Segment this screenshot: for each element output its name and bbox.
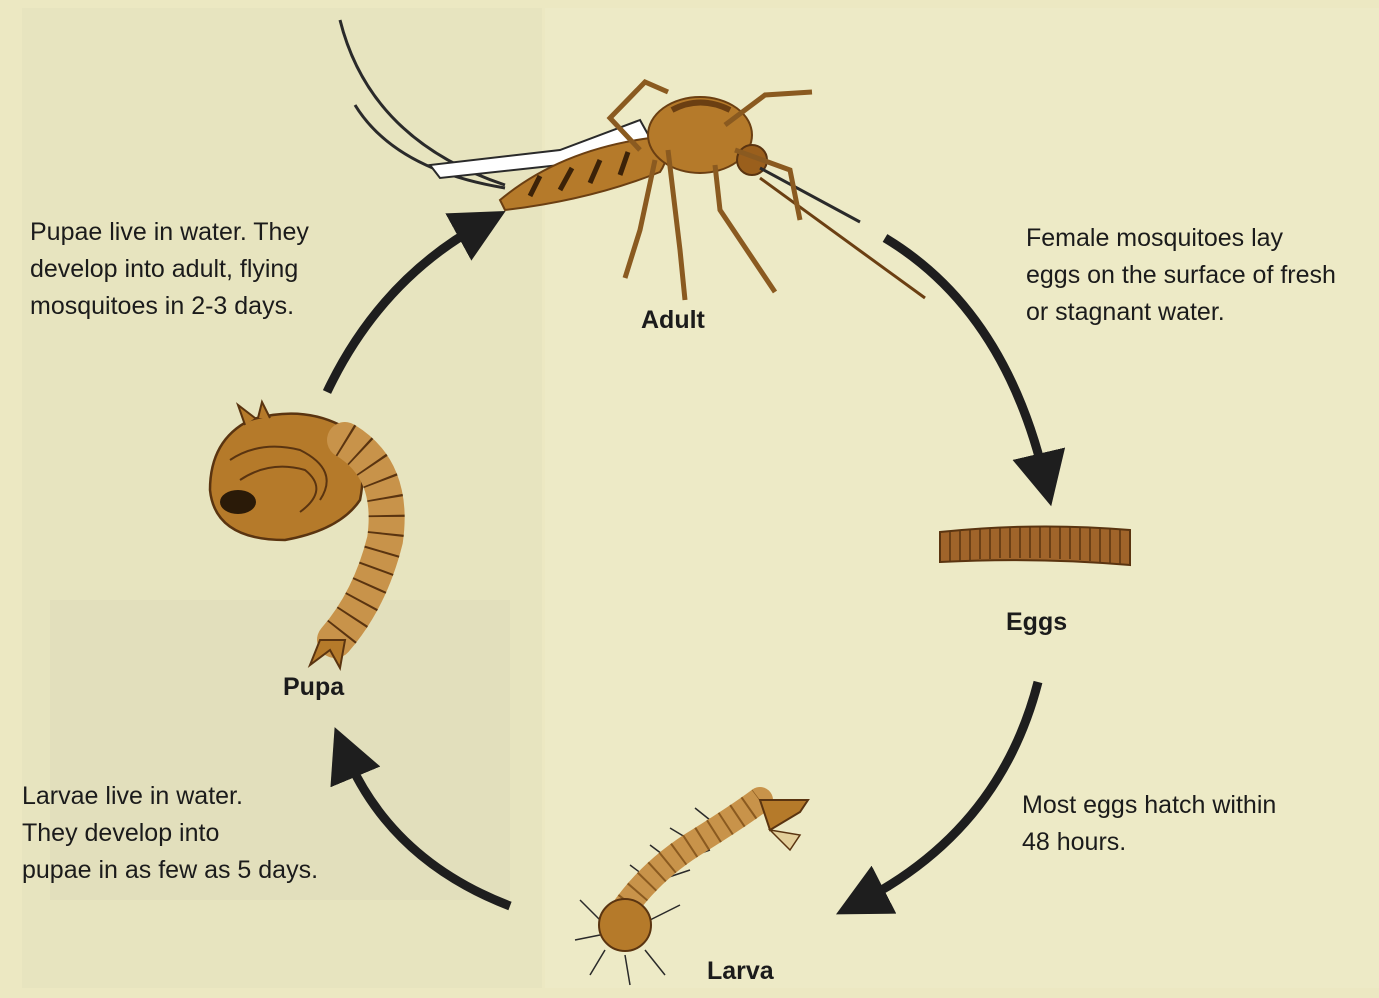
stage-label-eggs: Eggs: [1006, 608, 1067, 637]
caption-adult-to-eggs: Female mosquitoes lay eggs on the surfac…: [1026, 220, 1376, 331]
stage-label-larva: Larva: [707, 957, 774, 986]
stage-label-adult: Adult: [641, 306, 705, 335]
caption-pupa-to-adult: Pupae live in water. They develop into a…: [30, 214, 390, 325]
caption-eggs-to-larva: Most eggs hatch within 48 hours.: [1022, 787, 1352, 861]
caption-larva-to-pupa: Larvae live in water. They develop into …: [22, 778, 382, 889]
stage-label-pupa: Pupa: [283, 673, 344, 702]
